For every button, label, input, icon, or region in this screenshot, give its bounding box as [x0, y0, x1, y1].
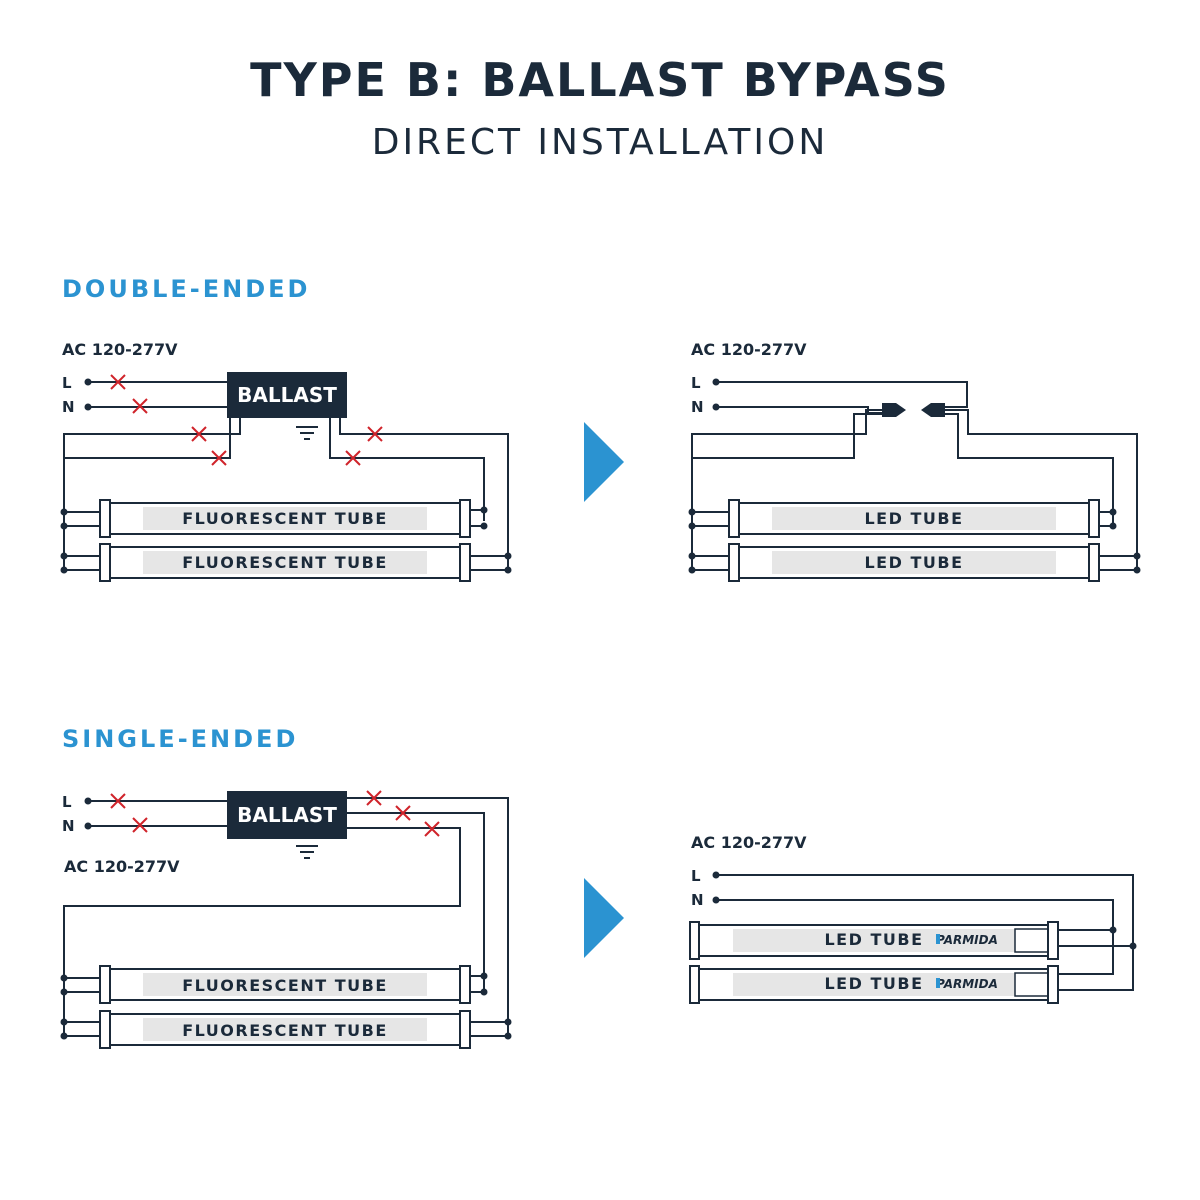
neutral-label: N — [62, 398, 75, 416]
led-tube: LED TUBE PARMIDA — [689, 965, 1059, 1004]
tube-label: LED TUBE — [824, 930, 923, 949]
fluorescent-tube: FLUORESCENT TUBE — [99, 543, 471, 582]
neutral-label: N — [691, 891, 704, 909]
neutral-label: N — [691, 398, 704, 416]
neutral-label: N — [62, 817, 75, 835]
section-label-single-ended: SINGLE-ENDED — [62, 725, 298, 753]
cross-mark-icon — [395, 805, 411, 821]
ground-icon — [296, 426, 318, 440]
section-label-double-ended: DOUBLE-ENDED — [62, 275, 310, 303]
line-label: L — [691, 867, 701, 885]
arrow-right-icon — [584, 422, 624, 502]
cross-mark-icon — [132, 817, 148, 833]
brand-logo-accent — [936, 978, 940, 988]
page-subtitle: DIRECT INSTALLATION — [372, 122, 829, 163]
tube-label: FLUORESCENT TUBE — [182, 1021, 388, 1040]
led-tube: LED TUBE — [728, 499, 1100, 538]
brand-logo: PARMIDA — [936, 977, 998, 991]
single-ended-before-diagram: L N AC 120-277V BALLAST — [60, 790, 512, 1049]
tube-label: FLUORESCENT TUBE — [182, 976, 388, 995]
fluorescent-tube: FLUORESCENT TUBE — [99, 1010, 471, 1049]
cross-mark-icon — [110, 793, 126, 809]
single-ended-after-diagram: AC 120-277V L N LED TUBE PARMIDA — [689, 833, 1137, 1004]
cross-mark-icon — [424, 821, 440, 837]
fluorescent-tube: FLUORESCENT TUBE — [99, 965, 471, 1004]
cross-mark-icon — [367, 426, 383, 442]
led-tube: LED TUBE PARMIDA — [689, 921, 1059, 960]
cross-mark-icon — [211, 450, 227, 466]
tube-label: FLUORESCENT TUBE — [182, 553, 388, 572]
cross-mark-icon — [366, 790, 382, 806]
cross-mark-icon — [132, 398, 148, 414]
arrow-right-icon — [584, 878, 624, 958]
tube-label: LED TUBE — [864, 553, 963, 572]
double-ended-before-diagram: AC 120-277V L N BALLAST — [60, 340, 512, 582]
brand-logo-accent — [936, 934, 940, 944]
fluorescent-tube: FLUORESCENT TUBE — [99, 499, 471, 538]
double-ended-after-diagram: AC 120-277V L N — [688, 340, 1141, 582]
voltage-label: AC 120-277V — [691, 833, 807, 852]
voltage-label: AC 120-277V — [62, 340, 178, 359]
ballast-box — [227, 372, 347, 418]
voltage-label: AC 120-277V — [64, 857, 180, 876]
cross-mark-icon — [345, 450, 361, 466]
ground-icon — [296, 845, 318, 859]
tube-label: LED TUBE — [864, 509, 963, 528]
wire-connector-icon — [882, 403, 945, 417]
page-title: TYPE B: BALLAST BYPASS — [250, 53, 950, 107]
line-label: L — [62, 374, 72, 392]
led-tube: LED TUBE — [728, 543, 1100, 582]
ballast-label: BALLAST — [237, 803, 337, 827]
line-label: L — [691, 374, 701, 392]
cross-mark-icon — [191, 426, 207, 442]
brand-logo: PARMIDA — [936, 933, 998, 947]
cross-mark-icon — [110, 374, 126, 390]
line-label: L — [62, 793, 72, 811]
ballast-box — [227, 791, 347, 839]
tube-label: LED TUBE — [824, 974, 923, 993]
voltage-label: AC 120-277V — [691, 340, 807, 359]
tube-label: FLUORESCENT TUBE — [182, 509, 388, 528]
ballast-label: BALLAST — [237, 383, 337, 407]
